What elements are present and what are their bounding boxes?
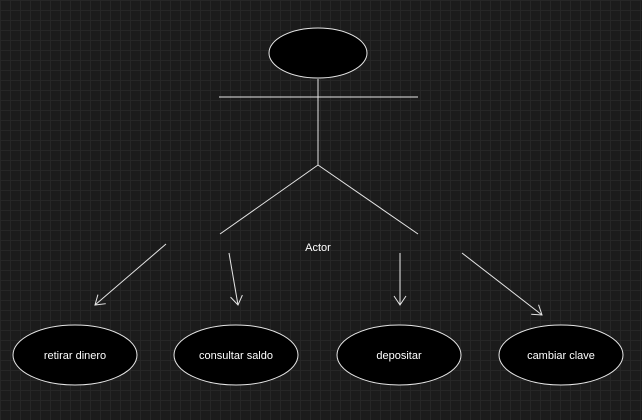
actor[interactable]: Actor — [219, 27, 419, 254]
arrow-cambiar-clave[interactable] — [461, 252, 543, 316]
use-case-consultar-saldo[interactable]: consultar saldo — [173, 324, 299, 386]
use-case-label: cambiar clave — [527, 350, 595, 362]
actor-right-leg — [317, 164, 419, 235]
actor-left-leg — [219, 164, 319, 235]
use-case-label: consultar saldo — [199, 350, 273, 362]
use-case-cambiar-clave[interactable]: cambiar clave — [498, 324, 624, 386]
actor-label: Actor — [305, 242, 331, 254]
use-case-ellipse — [498, 324, 624, 386]
use-case-retirar-dinero[interactable]: retirar dinero — [12, 324, 138, 386]
use-case-label: retirar dinero — [44, 350, 106, 362]
arrow-consultar-saldo[interactable] — [228, 252, 243, 306]
arrow-retirar-dinero[interactable] — [94, 243, 167, 306]
use-case-label: depositar — [376, 350, 422, 362]
use-case-ellipse — [173, 324, 299, 386]
use-case-ellipse — [12, 324, 138, 386]
use-case-ellipse — [336, 324, 462, 386]
actor-head — [268, 27, 368, 79]
use-case-depositar[interactable]: depositar — [336, 324, 462, 386]
